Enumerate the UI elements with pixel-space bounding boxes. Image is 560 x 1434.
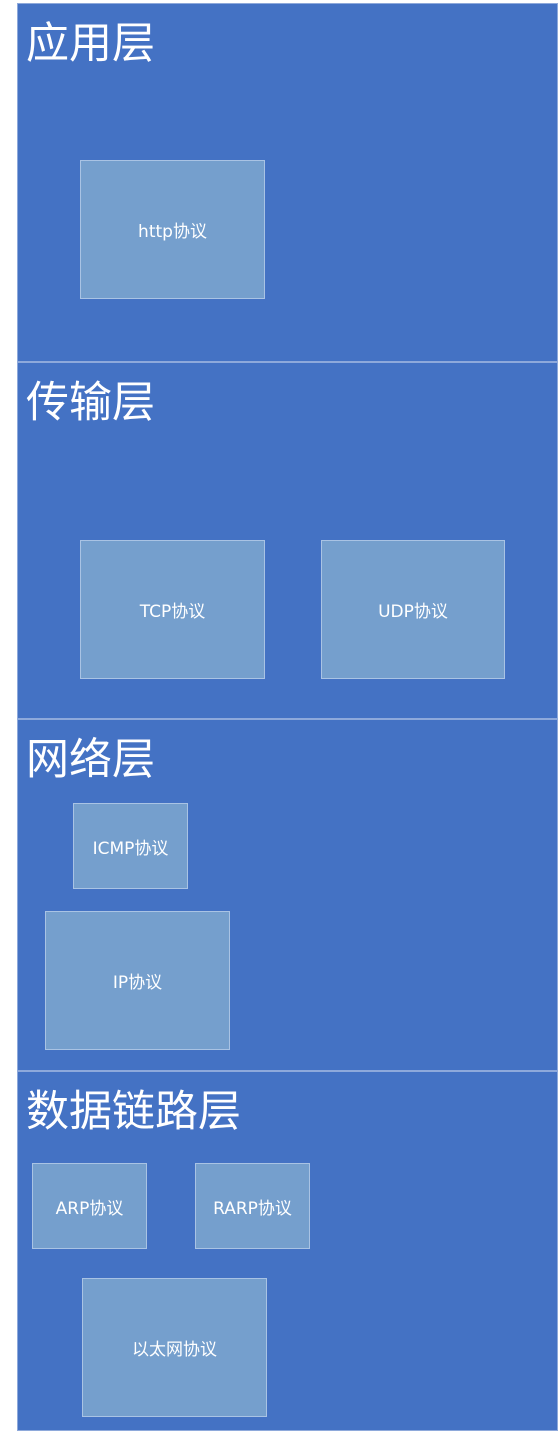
tcp-protocol-box: TCP协议 (80, 540, 265, 679)
data-link-layer-title: 数据链路层 (26, 1087, 241, 1137)
application-layer: 应用层 http协议 (17, 3, 558, 362)
network-layer-title: 网络层 (26, 735, 155, 785)
udp-protocol-box: UDP协议 (321, 540, 505, 679)
data-link-layer: 数据链路层 ARP协议 RARP协议 以太网协议 (17, 1071, 558, 1431)
transport-layer-title: 传输层 (26, 378, 155, 428)
rarp-protocol-box: RARP协议 (195, 1163, 310, 1249)
ip-protocol-box: IP协议 (45, 911, 230, 1050)
icmp-protocol-box: ICMP协议 (73, 803, 188, 889)
transport-layer: 传输层 TCP协议 UDP协议 (17, 362, 558, 719)
network-layers-diagram: 应用层 http协议 传输层 TCP协议 UDP协议 网络层 ICMP协议 IP… (17, 3, 558, 1431)
ethernet-protocol-box: 以太网协议 (82, 1278, 267, 1417)
arp-protocol-box: ARP协议 (32, 1163, 147, 1249)
network-layer: 网络层 ICMP协议 IP协议 (17, 719, 558, 1071)
http-protocol-box: http协议 (80, 160, 265, 299)
application-layer-title: 应用层 (26, 19, 155, 69)
